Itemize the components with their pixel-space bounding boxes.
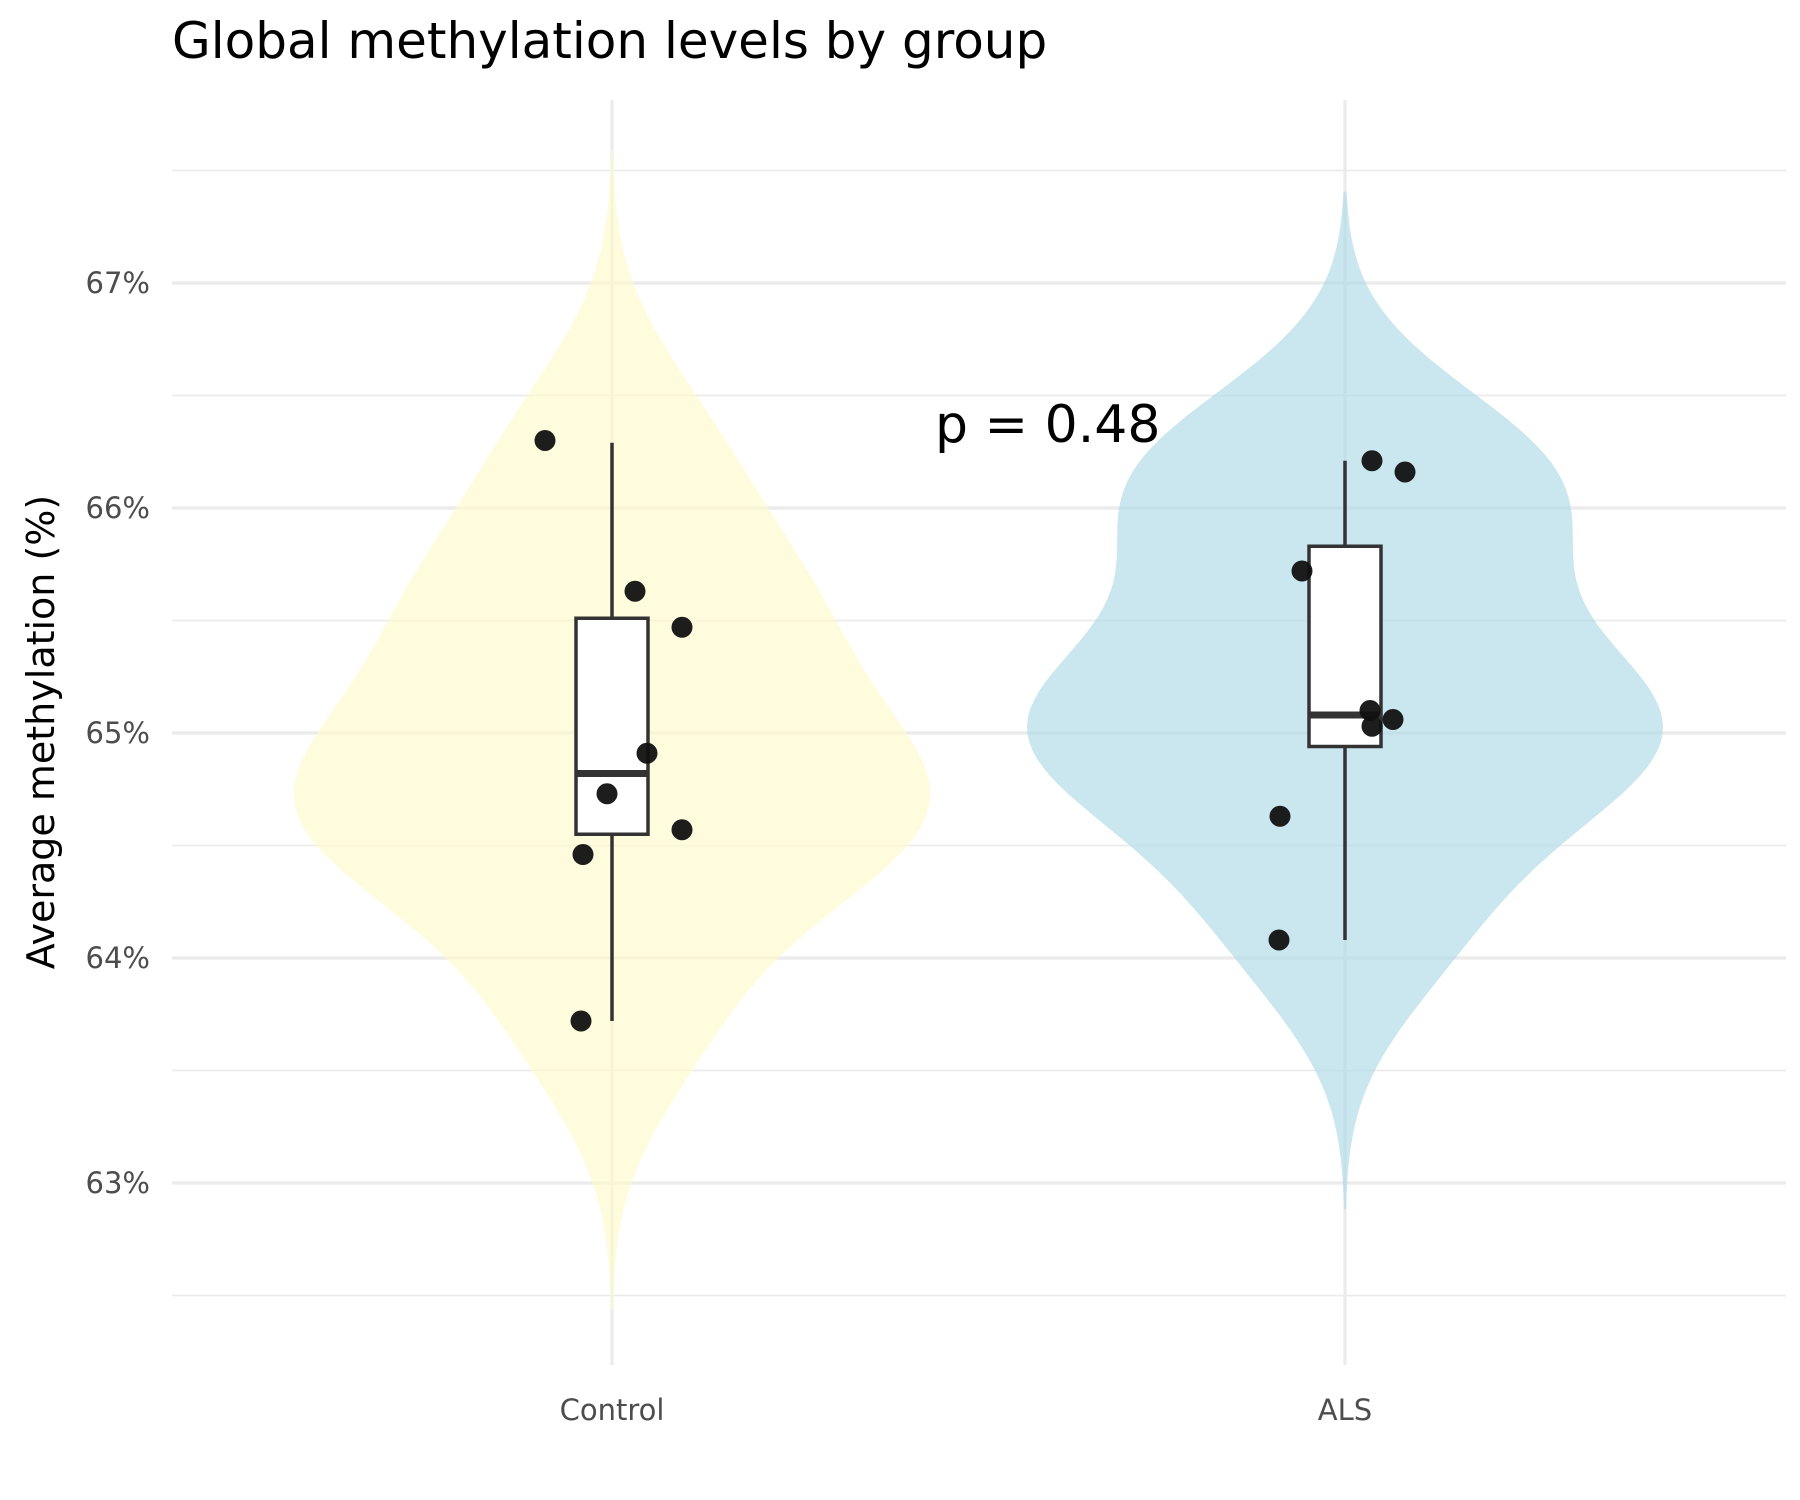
y-tick-label: 65% — [86, 716, 150, 750]
data-point — [1359, 700, 1381, 721]
chart-title: Global methylation levels by group — [172, 12, 1048, 70]
data-point — [596, 783, 618, 805]
data-point — [1361, 715, 1383, 737]
y-tick-label: 67% — [86, 266, 150, 300]
data-point — [636, 742, 658, 764]
data-point — [1268, 929, 1290, 951]
y-tick-label: 64% — [86, 941, 150, 975]
data-points — [534, 430, 1416, 1032]
data-point — [570, 1010, 592, 1032]
x-tick-label: Control — [560, 1393, 665, 1427]
x-axis-ticks: Control ALS — [560, 1393, 1373, 1427]
data-point — [671, 819, 693, 841]
data-point — [1394, 461, 1416, 483]
data-point — [1291, 560, 1313, 582]
p-value-annotation: p = 0.48 — [935, 395, 1160, 455]
y-tick-label: 63% — [86, 1166, 150, 1200]
violins — [294, 151, 1663, 1311]
data-point — [624, 580, 646, 602]
data-point — [1269, 805, 1291, 827]
data-point — [534, 430, 556, 451]
data-point — [671, 616, 693, 638]
x-tick-label: ALS — [1318, 1393, 1372, 1427]
data-point — [1361, 450, 1383, 472]
y-tick-label: 66% — [86, 491, 150, 525]
y-axis-ticks: 63% 64% 65% 66% 67% — [86, 266, 150, 1200]
data-point — [572, 844, 594, 865]
data-point — [1382, 709, 1404, 730]
grid-lines — [172, 100, 1786, 1365]
y-axis-title: Average methylation (%) — [19, 495, 63, 969]
